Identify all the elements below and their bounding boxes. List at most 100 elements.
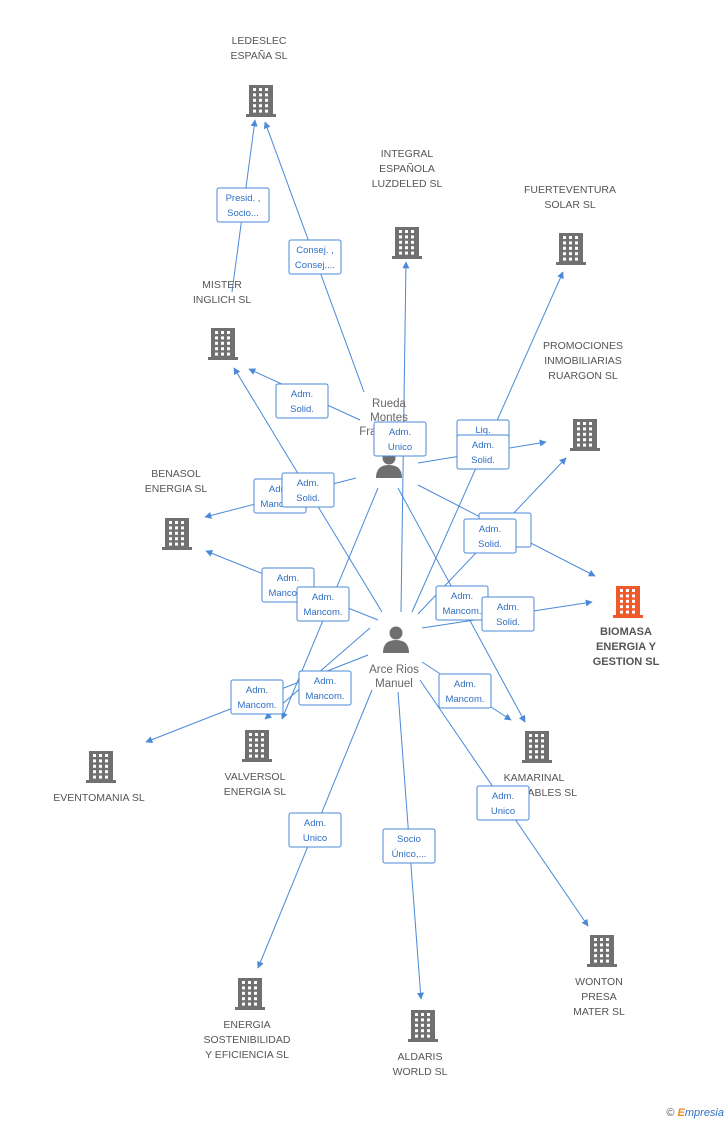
edge-label-line: Adm. (246, 685, 268, 696)
company-label: FUERTEVENTURA (524, 184, 616, 196)
edge-label-line: Consej.... (295, 260, 335, 271)
edge-label-arce-to-biomasa[interactable]: Adm. Solid. (481, 596, 535, 632)
company-label: BIOMASA (600, 626, 652, 638)
empresia-credit[interactable]: © Empresia (666, 1107, 724, 1119)
edge-label-line: Adm. (291, 389, 313, 400)
person-label: Manuel (375, 678, 413, 690)
company-label: VALVERSOL (225, 771, 286, 783)
company-label: INGLICH SL (193, 294, 252, 306)
edge-label-line: Mancom. (260, 499, 299, 510)
edge-label-line: Mancom. (303, 607, 342, 618)
edge-label-line: Unico (491, 806, 515, 817)
edge-label-line: Adm. (389, 427, 411, 438)
company-label: SOSTENIBILIDAD (204, 1034, 291, 1046)
edge-label-box (216, 187, 270, 223)
company-label: MATER SL (573, 1006, 625, 1018)
edge-label-line: Solid. (496, 617, 520, 628)
edge-label-rueda-to-kamarinal[interactable]: Adm. Mancom. (435, 585, 489, 621)
edge-label-box (382, 828, 436, 864)
edge-label-line: Adm. (312, 592, 334, 603)
company-label: ENERGIA SL (145, 483, 208, 495)
edge-label-arce-to-eventomania[interactable]: Adm. Mancom. (230, 679, 284, 715)
brand-initial: E (677, 1107, 685, 1119)
edge-label-rueda-to-ledeslec[interactable]: Consej. , Consej.... (288, 239, 342, 275)
edge-label-line: Adm. (479, 524, 501, 535)
building-icon (587, 935, 617, 967)
edge-label-line: Consej. , (296, 245, 334, 256)
edge-label-line: Socio (397, 834, 421, 845)
edge-label-arce-to-integral[interactable]: Adm.Unico (373, 421, 427, 457)
edge-label-line: Adm. (314, 676, 336, 687)
company-label: KAMARINAL (504, 772, 565, 784)
building-icon (408, 1010, 438, 1042)
company-node-eventomania[interactable]: EVENTOMANIA SL (53, 751, 145, 804)
edge-label-line: Mancom. (442, 606, 481, 617)
edge-label-arce-to-mister[interactable]: Adm.Solid. (281, 472, 335, 508)
edge-label-line: Adm. (297, 478, 319, 489)
edge-label-box (275, 383, 329, 419)
building-icon (242, 730, 272, 762)
edge-label-line: Adm. (277, 573, 299, 584)
edge-label-box (456, 434, 510, 470)
person-label: Montes (370, 412, 408, 424)
company-label: ESPAÑOLA (379, 162, 435, 175)
edge-label-mister-to-ledeslec[interactable]: Presid. ,Socio... (216, 187, 270, 223)
edge-label-line: Solid. (290, 404, 314, 415)
edge-label-arce-to-aldaris[interactable]: SocioÚnico,... (382, 828, 436, 864)
edges-layer (145, 119, 596, 1000)
brand-name: mpresia (684, 1107, 724, 1119)
edge-label-line: Adm. (497, 602, 519, 613)
copyright-symbol: © (666, 1107, 675, 1119)
edge-label-line: Adm. (451, 591, 473, 602)
company-label: ENERGIA (223, 1019, 270, 1031)
edge-label-box (281, 472, 335, 508)
edge-label-box (438, 673, 492, 709)
person-label: Arce Rios (369, 664, 419, 676)
edge-label-arce-to-kamarinal[interactable]: Adm.Mancom. (438, 673, 492, 709)
edge-label-box (288, 239, 342, 275)
edge-label-arce-to-energia[interactable]: Adm.Unico (288, 812, 342, 848)
company-label: WONTON (575, 976, 623, 988)
edge-label-line: Adm. (492, 791, 514, 802)
edge-label-arce-to-promociones[interactable]: Adm.Solid. (463, 518, 517, 554)
edge-label-arce-to-fuerteventura[interactable]: Adm.Solid. (456, 434, 510, 470)
edge-labels-layer: Presid. ,Socio... Consej. , Consej.... Adm.… (216, 187, 535, 864)
company-label: LUZDELED SL (372, 178, 443, 190)
building-icon (162, 518, 192, 550)
edge-label-box (288, 812, 342, 848)
edge-label-line: Único,... (392, 849, 427, 860)
edge-label-rueda-to-mister[interactable]: Adm. Solid. (275, 383, 329, 419)
building-icon (613, 586, 643, 618)
company-label: Y EFICIENCIA SL (205, 1049, 289, 1061)
edge-label-line: Unico (303, 833, 327, 844)
edge-label-line: Mancom. (445, 694, 484, 705)
edge-label-box (298, 670, 352, 706)
edge-label-box (463, 518, 517, 554)
person-icon (383, 626, 409, 653)
edge-label-box (476, 785, 530, 821)
edge-label-arce-to-wonton[interactable]: Adm. Unico (476, 785, 530, 821)
edge-label-line: Mancom. (268, 588, 307, 599)
edge-label-line: Presid. , (226, 193, 261, 204)
edge-label-line: Adm. (269, 484, 291, 495)
edge-label-rueda-to-valversol[interactable]: Adm.Mancom. (298, 670, 352, 706)
edge-label-box (373, 421, 427, 457)
company-node-energia[interactable]: ENERGIA SOSTENIBILIDAD Y EFICIENCIA SL (204, 978, 291, 1061)
edge-label-arce-to-valversol[interactable]: Adm. Mancom. (296, 586, 350, 622)
building-icon (570, 419, 600, 451)
edge-label-line: Mancom. (237, 700, 276, 711)
edge-label-box (230, 679, 284, 715)
